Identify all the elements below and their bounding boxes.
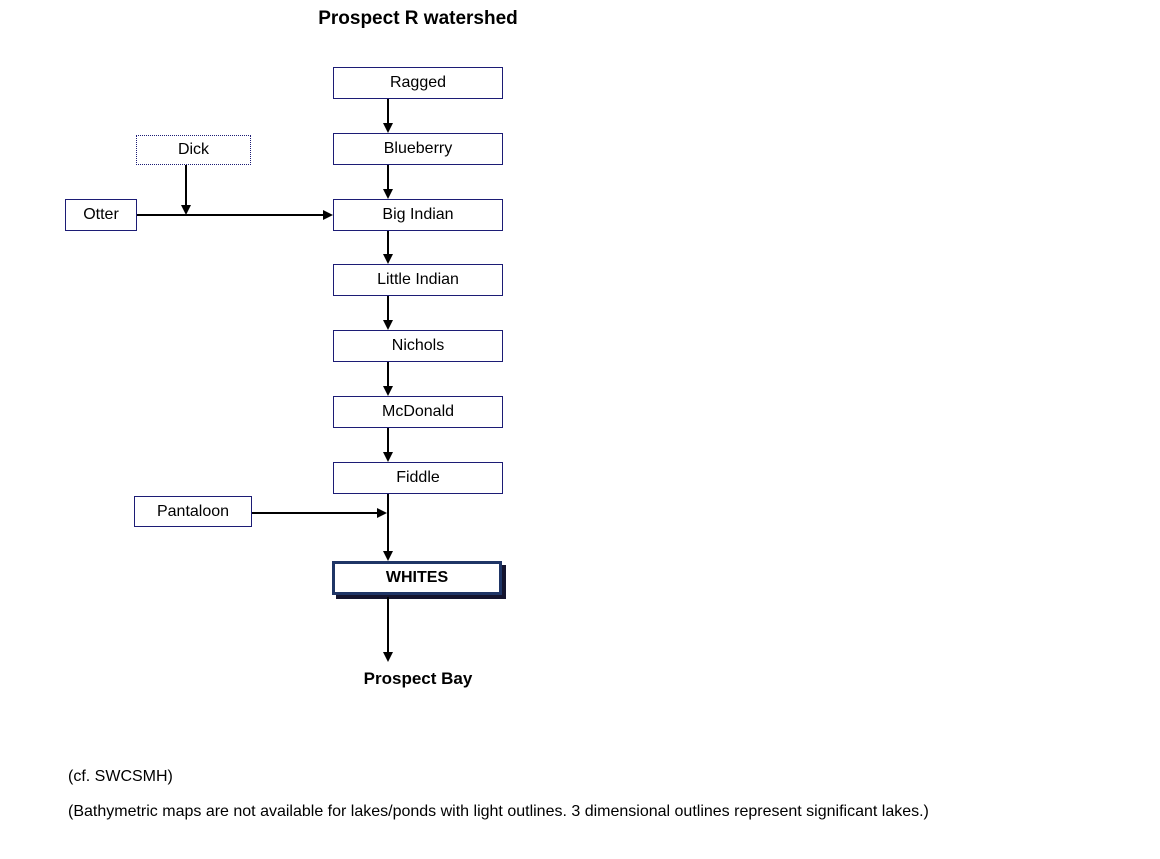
- node-blueberry: Blueberry: [333, 133, 503, 165]
- node-label: Fiddle: [396, 469, 440, 486]
- arrow-dick-to-otter-flow: [185, 165, 187, 205]
- arrow-fiddle-to-whites: [387, 494, 389, 551]
- node-otter: Otter: [65, 199, 137, 231]
- arrow-whites-to-prospect-bay: [387, 597, 389, 652]
- node-pantaloon: Pantaloon: [134, 496, 252, 527]
- diagram-title: Prospect R watershed: [318, 8, 518, 29]
- node-label: McDonald: [381, 403, 455, 420]
- node-label: Blueberry: [383, 140, 453, 157]
- node-big-indian: Big Indian: [333, 199, 503, 231]
- node-dick: Dick: [136, 135, 251, 165]
- arrow-pantaloon-to-whites-flow: [252, 512, 377, 514]
- node-mcdonald: McDonald: [333, 396, 503, 428]
- arrow-ragged-to-blueberry: [387, 99, 389, 123]
- node-label: Big Indian: [382, 206, 454, 223]
- outlet-label-prospect-bay: Prospect Bay: [363, 669, 473, 688]
- node-ragged: Ragged: [333, 67, 503, 99]
- node-label: Little Indian: [377, 271, 459, 288]
- arrow-mcdonald-to-fiddle: [387, 428, 389, 452]
- node-label: Ragged: [389, 74, 447, 91]
- node-label: Dick: [177, 141, 210, 158]
- node-fiddle: Fiddle: [333, 462, 503, 494]
- node-label: Pantaloon: [156, 502, 230, 520]
- footnote-reference: (cf. SWCSMH): [68, 768, 173, 785]
- footnote-legend: (Bathymetric maps are not available for …: [68, 803, 929, 820]
- arrow-big-indian-to-little-indian: [387, 231, 389, 254]
- arrow-little-indian-to-nichols: [387, 296, 389, 320]
- arrow-otter-to-big-indian: [137, 214, 323, 216]
- node-label: Nichols: [391, 337, 445, 354]
- node-label: WHITES: [385, 569, 449, 586]
- node-label: Otter: [83, 206, 119, 223]
- node-little-indian: Little Indian: [333, 264, 503, 296]
- node-whites: WHITES: [332, 561, 502, 595]
- arrow-nichols-to-mcdonald: [387, 362, 389, 386]
- arrow-blueberry-to-big-indian: [387, 165, 389, 189]
- node-nichols: Nichols: [333, 330, 503, 362]
